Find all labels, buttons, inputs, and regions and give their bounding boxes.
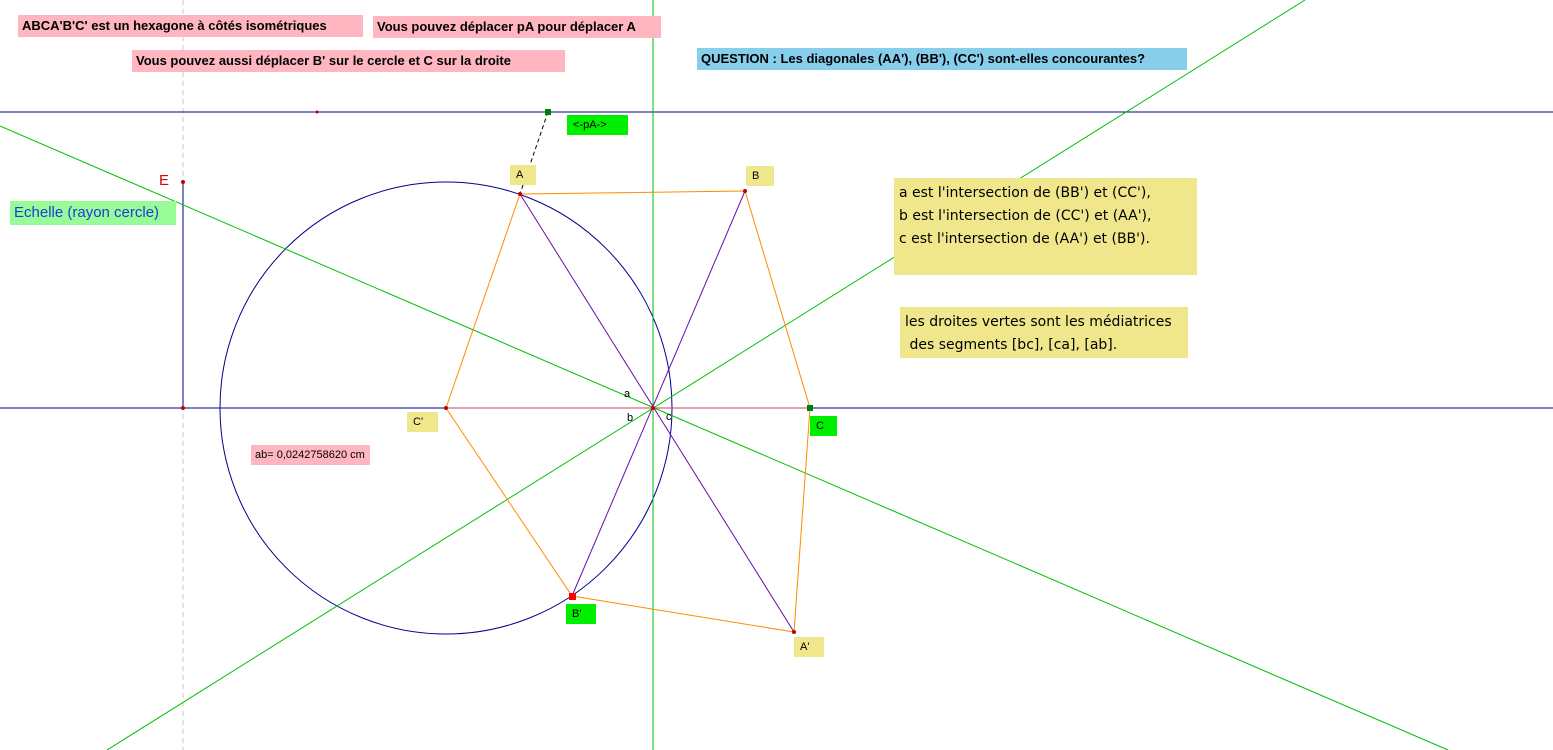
measure-ab: ab= 0,0242758620 cm <box>251 445 370 465</box>
point-e-base <box>181 406 185 410</box>
tag-c: C <box>810 416 837 436</box>
mediatrice-falling <box>0 125 1449 750</box>
tag-b: B <box>746 166 774 186</box>
diagonal-b-bprime <box>571 190 746 597</box>
label-b-small: b <box>627 412 634 424</box>
move-pa-note: Vous pouvez déplacer pA pour déplacer A <box>373 16 661 38</box>
draggable-point-c[interactable] <box>807 405 813 411</box>
question-note: QUESTION : Les diagonales (AA'), (BB'), … <box>697 48 1187 70</box>
point-c-prime <box>444 406 448 410</box>
tag-pa[interactable]: <-pA-> <box>567 115 628 135</box>
label-a-small: a <box>624 388 631 400</box>
scale-label: Echelle (rayon cercle) <box>10 201 176 225</box>
move-b-c-note: Vous pouvez aussi déplacer B' sur le cer… <box>132 50 565 72</box>
diagonal-a-aprime <box>519 193 795 633</box>
point-b <box>743 189 747 193</box>
point-e <box>181 180 185 184</box>
tag-b-prime: B' <box>566 604 596 624</box>
tag-a: A <box>510 165 536 185</box>
point-a-prime <box>792 630 796 634</box>
point-small-top <box>315 110 319 114</box>
mediatrices-note: les droites vertes sont les médiatrices … <box>900 307 1188 358</box>
mediatrice-rising <box>106 0 1306 750</box>
tag-c-prime: C' <box>407 412 438 432</box>
intersections-note: a est l'intersection de (BB') et (CC'), … <box>894 178 1197 275</box>
tag-a-prime: A' <box>794 637 824 657</box>
draggable-point-pa[interactable] <box>545 109 551 115</box>
point-a <box>518 192 522 196</box>
hexagon-note: ABCA'B'C' est un hexagone à côtés isomét… <box>18 15 363 37</box>
label-e: E <box>159 172 170 189</box>
draggable-point-b-prime[interactable] <box>569 593 576 600</box>
point-concurrence <box>651 406 655 410</box>
label-c-small: c <box>666 411 672 423</box>
